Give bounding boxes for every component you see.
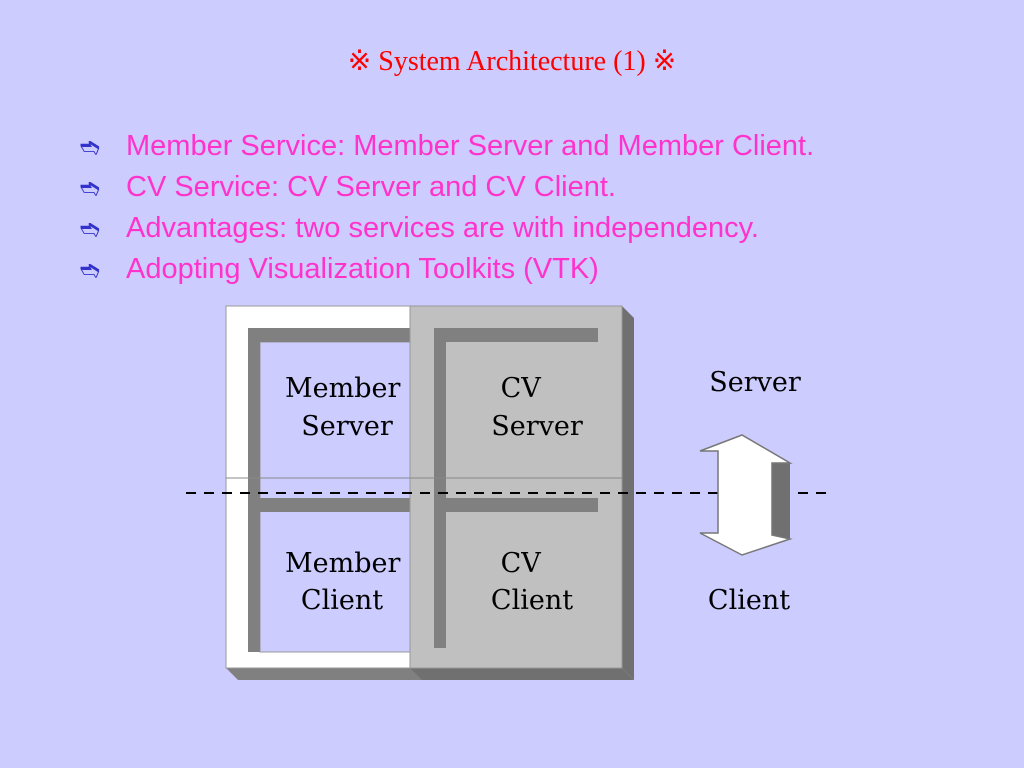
- double-arrow-icon: [699, 434, 793, 556]
- bullet-list: ➬ Member Service: Member Server and Membe…: [80, 126, 814, 290]
- slide-title: ※ System Architecture (1) ※: [347, 46, 677, 77]
- bullet-item: ➬ Adopting Visualization Toolkits (VTK): [80, 249, 814, 290]
- bullet-item: ➬ Advantages: two services are with indep…: [80, 208, 814, 249]
- bullet-item: ➬ CV Service: CV Server and CV Client.: [80, 167, 814, 208]
- arrow-bullet-icon: ➬: [80, 255, 101, 284]
- arrow-bullet-icon: ➬: [80, 214, 101, 243]
- client-side-label: Client: [708, 585, 790, 616]
- arrow-bullet-icon: ➬: [80, 132, 101, 161]
- bullet-text: CV Service: CV Server and CV Client.: [126, 171, 616, 203]
- cv-server-label: CV Server: [491, 373, 583, 442]
- bullet-text: Member Service: Member Server and Member…: [126, 130, 815, 162]
- cv-client-label: CV Client: [491, 548, 573, 616]
- member-client-label: Member Client: [285, 548, 409, 616]
- member-service-frame: [225, 305, 424, 680]
- bullet-item: ➬ Member Service: Member Server and Membe…: [80, 126, 814, 167]
- server-side-label: Server: [709, 367, 801, 398]
- arrow-bullet-icon: ➬: [80, 173, 101, 202]
- bullet-text: Adopting Visualization Toolkits (VTK): [126, 253, 599, 285]
- bullet-text: Advantages: two services are with indepe…: [126, 212, 759, 244]
- member-server-label: Member Server: [285, 373, 409, 442]
